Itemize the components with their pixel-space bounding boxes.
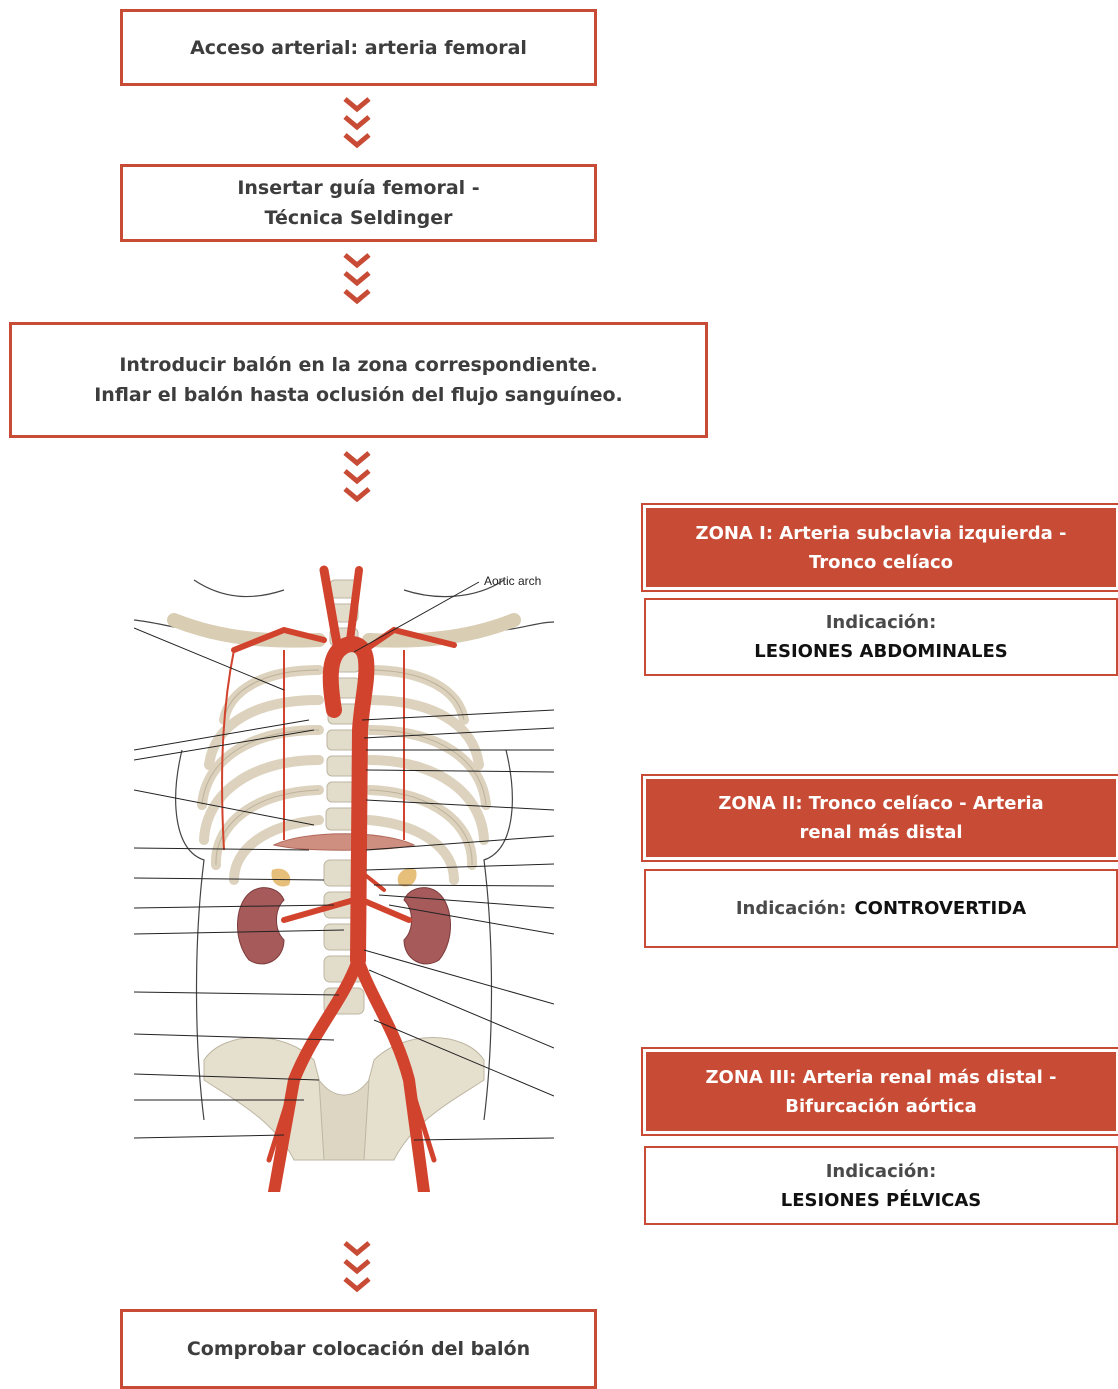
step-insert-guide-line1: Insertar guía femoral - [237, 173, 479, 203]
step-introduce-balloon-line2: Inflar el balón hasta oclusión del flujo… [94, 380, 623, 410]
chevrons-down-icon [342, 450, 372, 508]
zone-3-indication-value: LESIONES PÉLVICAS [781, 1186, 982, 1215]
zone-2-indication-value: CONTROVERTIDA [854, 894, 1026, 923]
step-check-balloon-text: Comprobar colocación del balón [187, 1334, 530, 1364]
illustration-label-aortic-arch: Aortic arch [484, 574, 541, 588]
step-arterial-access-text: Acceso arterial: arteria femoral [190, 33, 527, 63]
zone-1-header-line2: Tronco celíaco [809, 548, 953, 577]
zone-3-indication-label: Indicación: [826, 1157, 937, 1186]
chevrons-down-icon [342, 252, 372, 310]
zone-1-indication: Indicación: LESIONES ABDOMINALES [644, 598, 1118, 676]
zone-1-indication-value: LESIONES ABDOMINALES [754, 637, 1008, 666]
zone-1-indication-label: Indicación: [826, 608, 937, 637]
zone-2-header: ZONA II: Tronco celíaco - Arteria renal … [646, 779, 1116, 857]
zone-3-header: ZONA III: Arteria renal más distal - Bif… [646, 1052, 1116, 1131]
chevrons-down-icon [342, 1240, 372, 1298]
arterial-anatomy-illustration: Aortic arch [134, 560, 554, 1192]
step-introduce-balloon: Introducir balón en la zona correspondie… [9, 322, 708, 438]
chevrons-down-icon [342, 96, 372, 154]
step-arterial-access: Acceso arterial: arteria femoral [120, 9, 597, 86]
zone-3-indication: Indicación: LESIONES PÉLVICAS [644, 1146, 1118, 1225]
step-insert-guide: Insertar guía femoral - Técnica Seldinge… [120, 164, 597, 242]
zone-2-header-line2: renal más distal [799, 818, 962, 847]
zone-3-header-line2: Bifurcación aórtica [785, 1092, 977, 1121]
step-insert-guide-line2: Técnica Seldinger [265, 203, 453, 233]
step-check-balloon: Comprobar colocación del balón [120, 1309, 597, 1389]
zone-2-header-line1: ZONA II: Tronco celíaco - Arteria [718, 789, 1043, 818]
zone-3-header-line1: ZONA III: Arteria renal más distal - [705, 1063, 1056, 1092]
zone-1-header-line1: ZONA I: Arteria subclavia izquierda - [696, 519, 1067, 548]
zone-2-indication-label: Indicación: [736, 894, 847, 923]
zone-1-header: ZONA I: Arteria subclavia izquierda - Tr… [646, 508, 1116, 587]
zone-2-indication: Indicación: CONTROVERTIDA [644, 869, 1118, 948]
step-introduce-balloon-line1: Introducir balón en la zona correspondie… [119, 350, 597, 380]
